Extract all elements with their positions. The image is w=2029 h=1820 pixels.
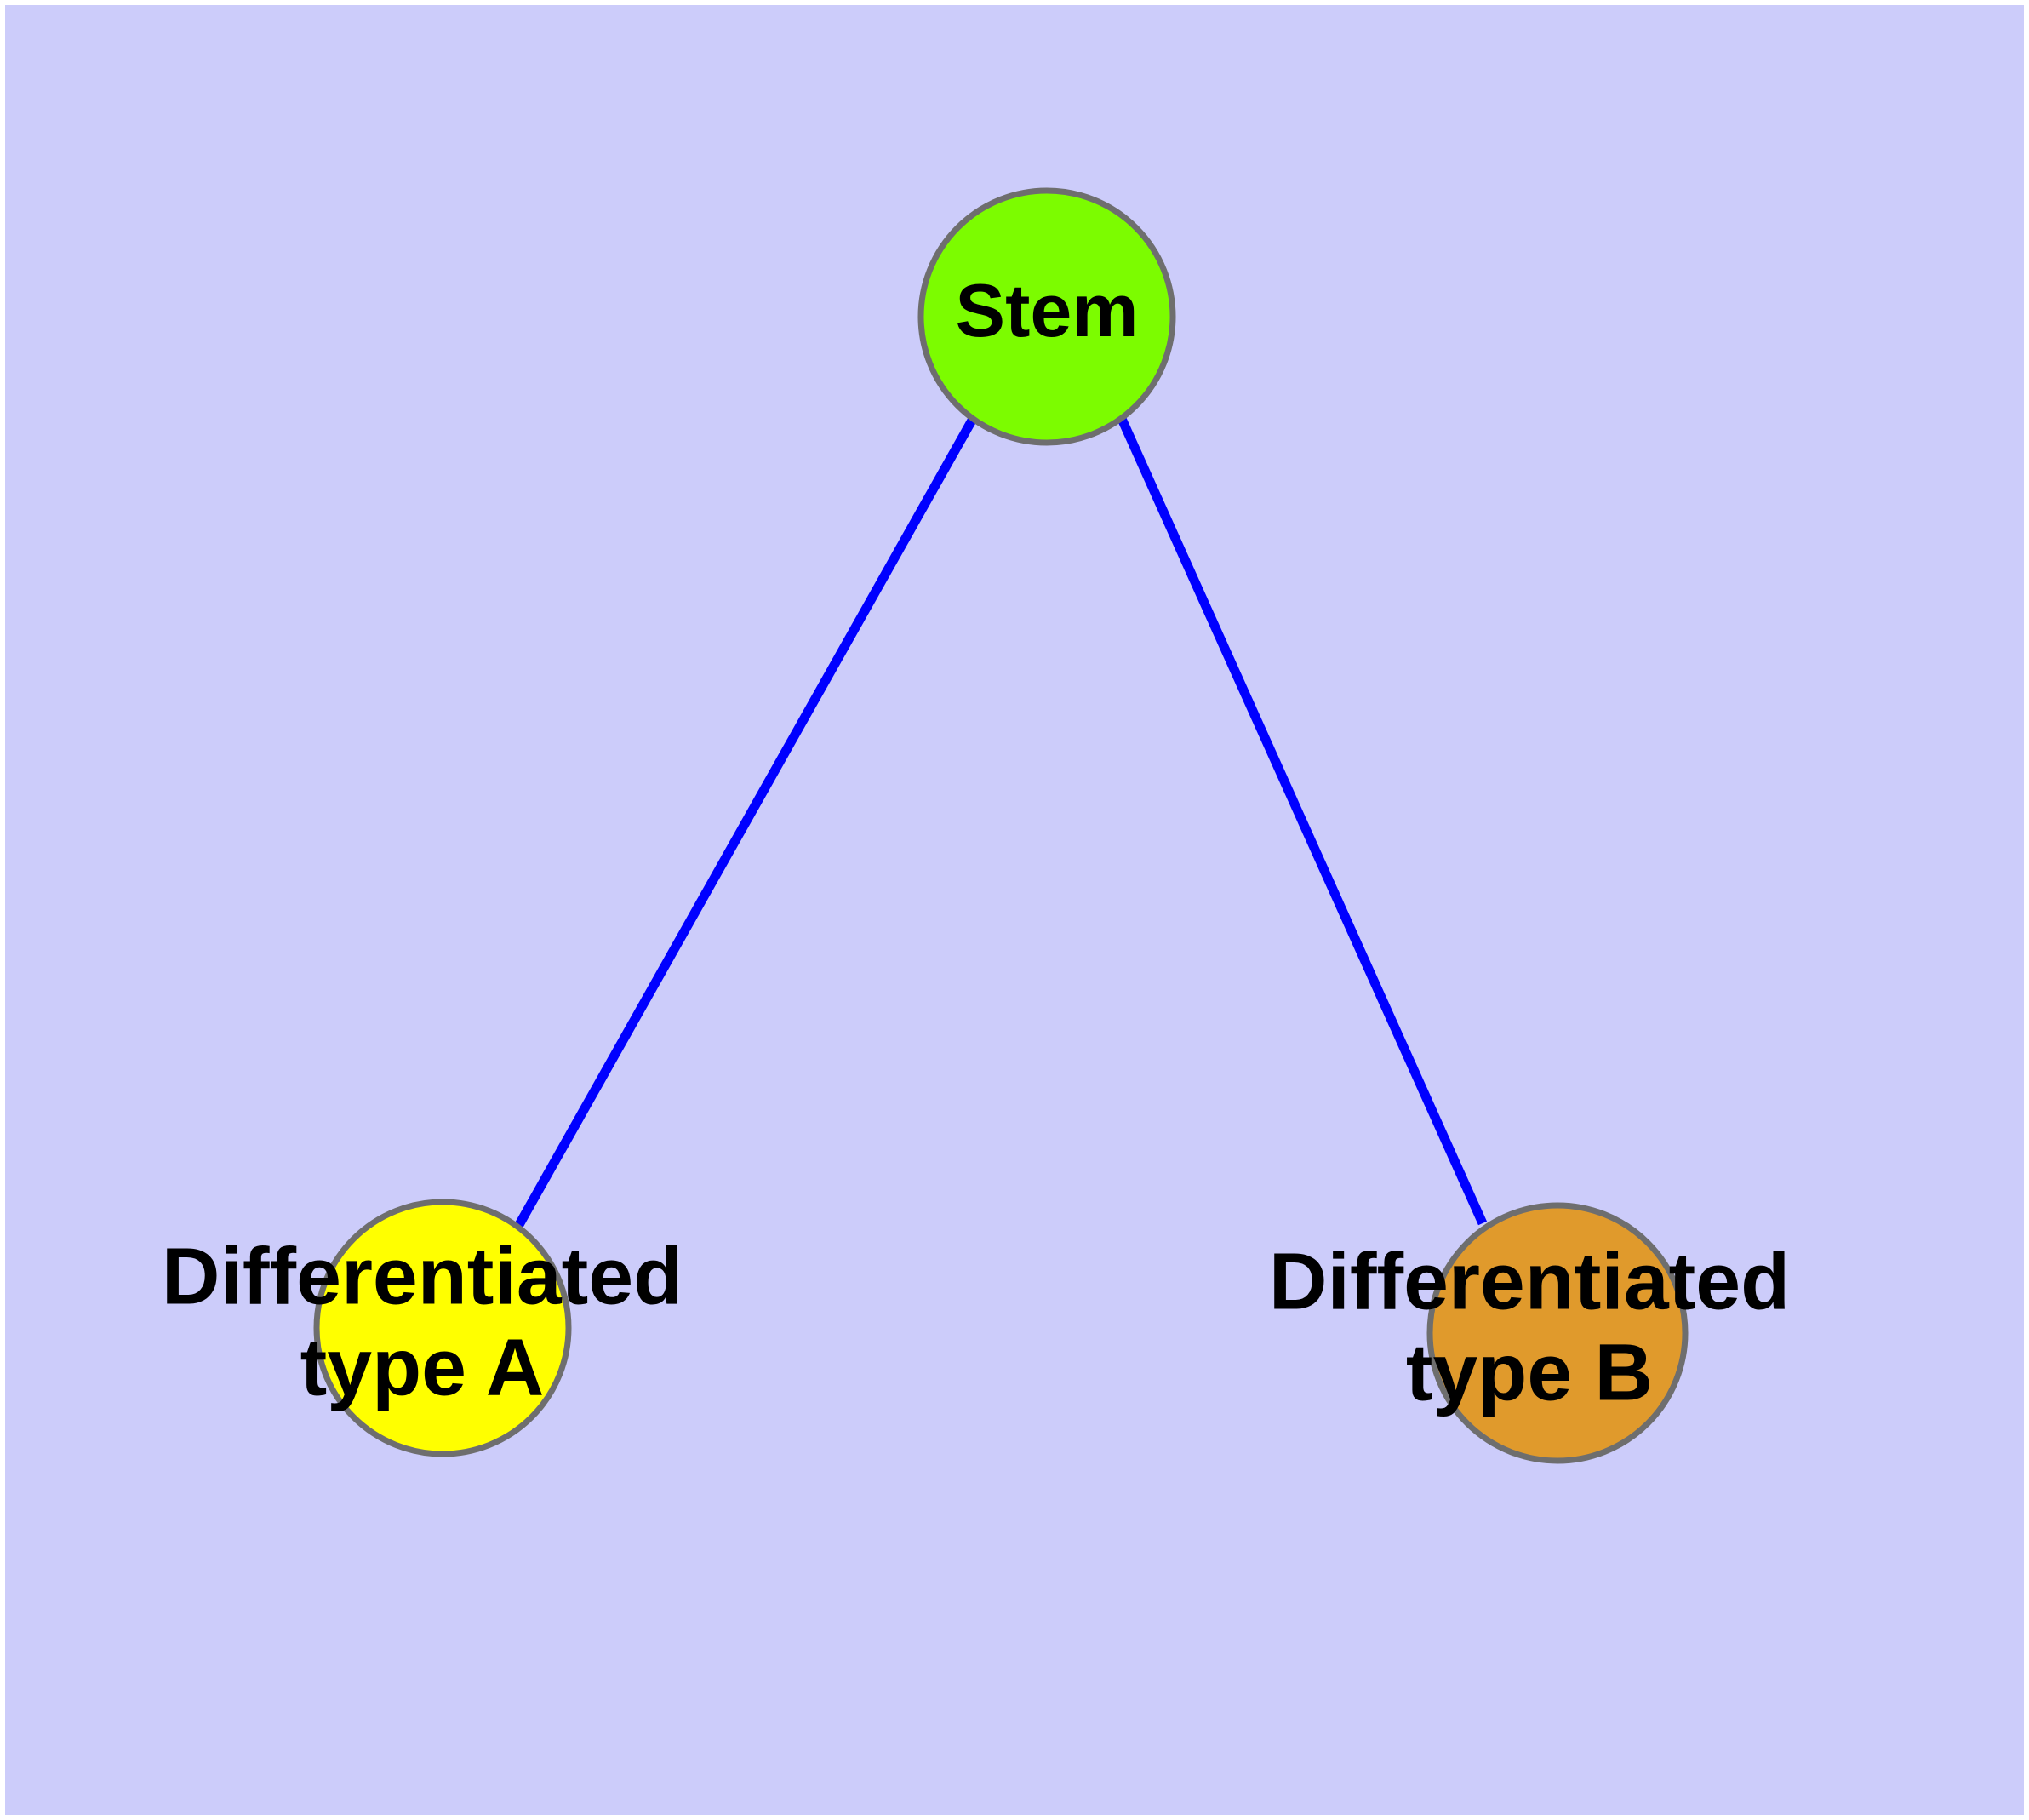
node-label-line: Differentiated — [162, 1231, 683, 1321]
node-label-line: Differentiated — [1269, 1236, 1790, 1326]
node-circle-diff_b[interactable] — [1426, 1202, 1689, 1464]
graph-edge-stem-diff_a[interactable] — [512, 416, 977, 1232]
node-label-line: type B — [1406, 1328, 1653, 1418]
node-label-line: type A — [300, 1323, 545, 1413]
graph-edge-stem-diff_b[interactable] — [1117, 416, 1488, 1226]
node-circle-stem[interactable] — [917, 187, 1176, 446]
node-circle-diff_a[interactable] — [313, 1199, 572, 1457]
graph-node-stem[interactable]: Stem — [917, 187, 1176, 446]
node-label-stem: Stem — [955, 268, 1138, 352]
edges-layer — [512, 416, 1488, 1232]
node-label-line: Stem — [955, 268, 1138, 352]
